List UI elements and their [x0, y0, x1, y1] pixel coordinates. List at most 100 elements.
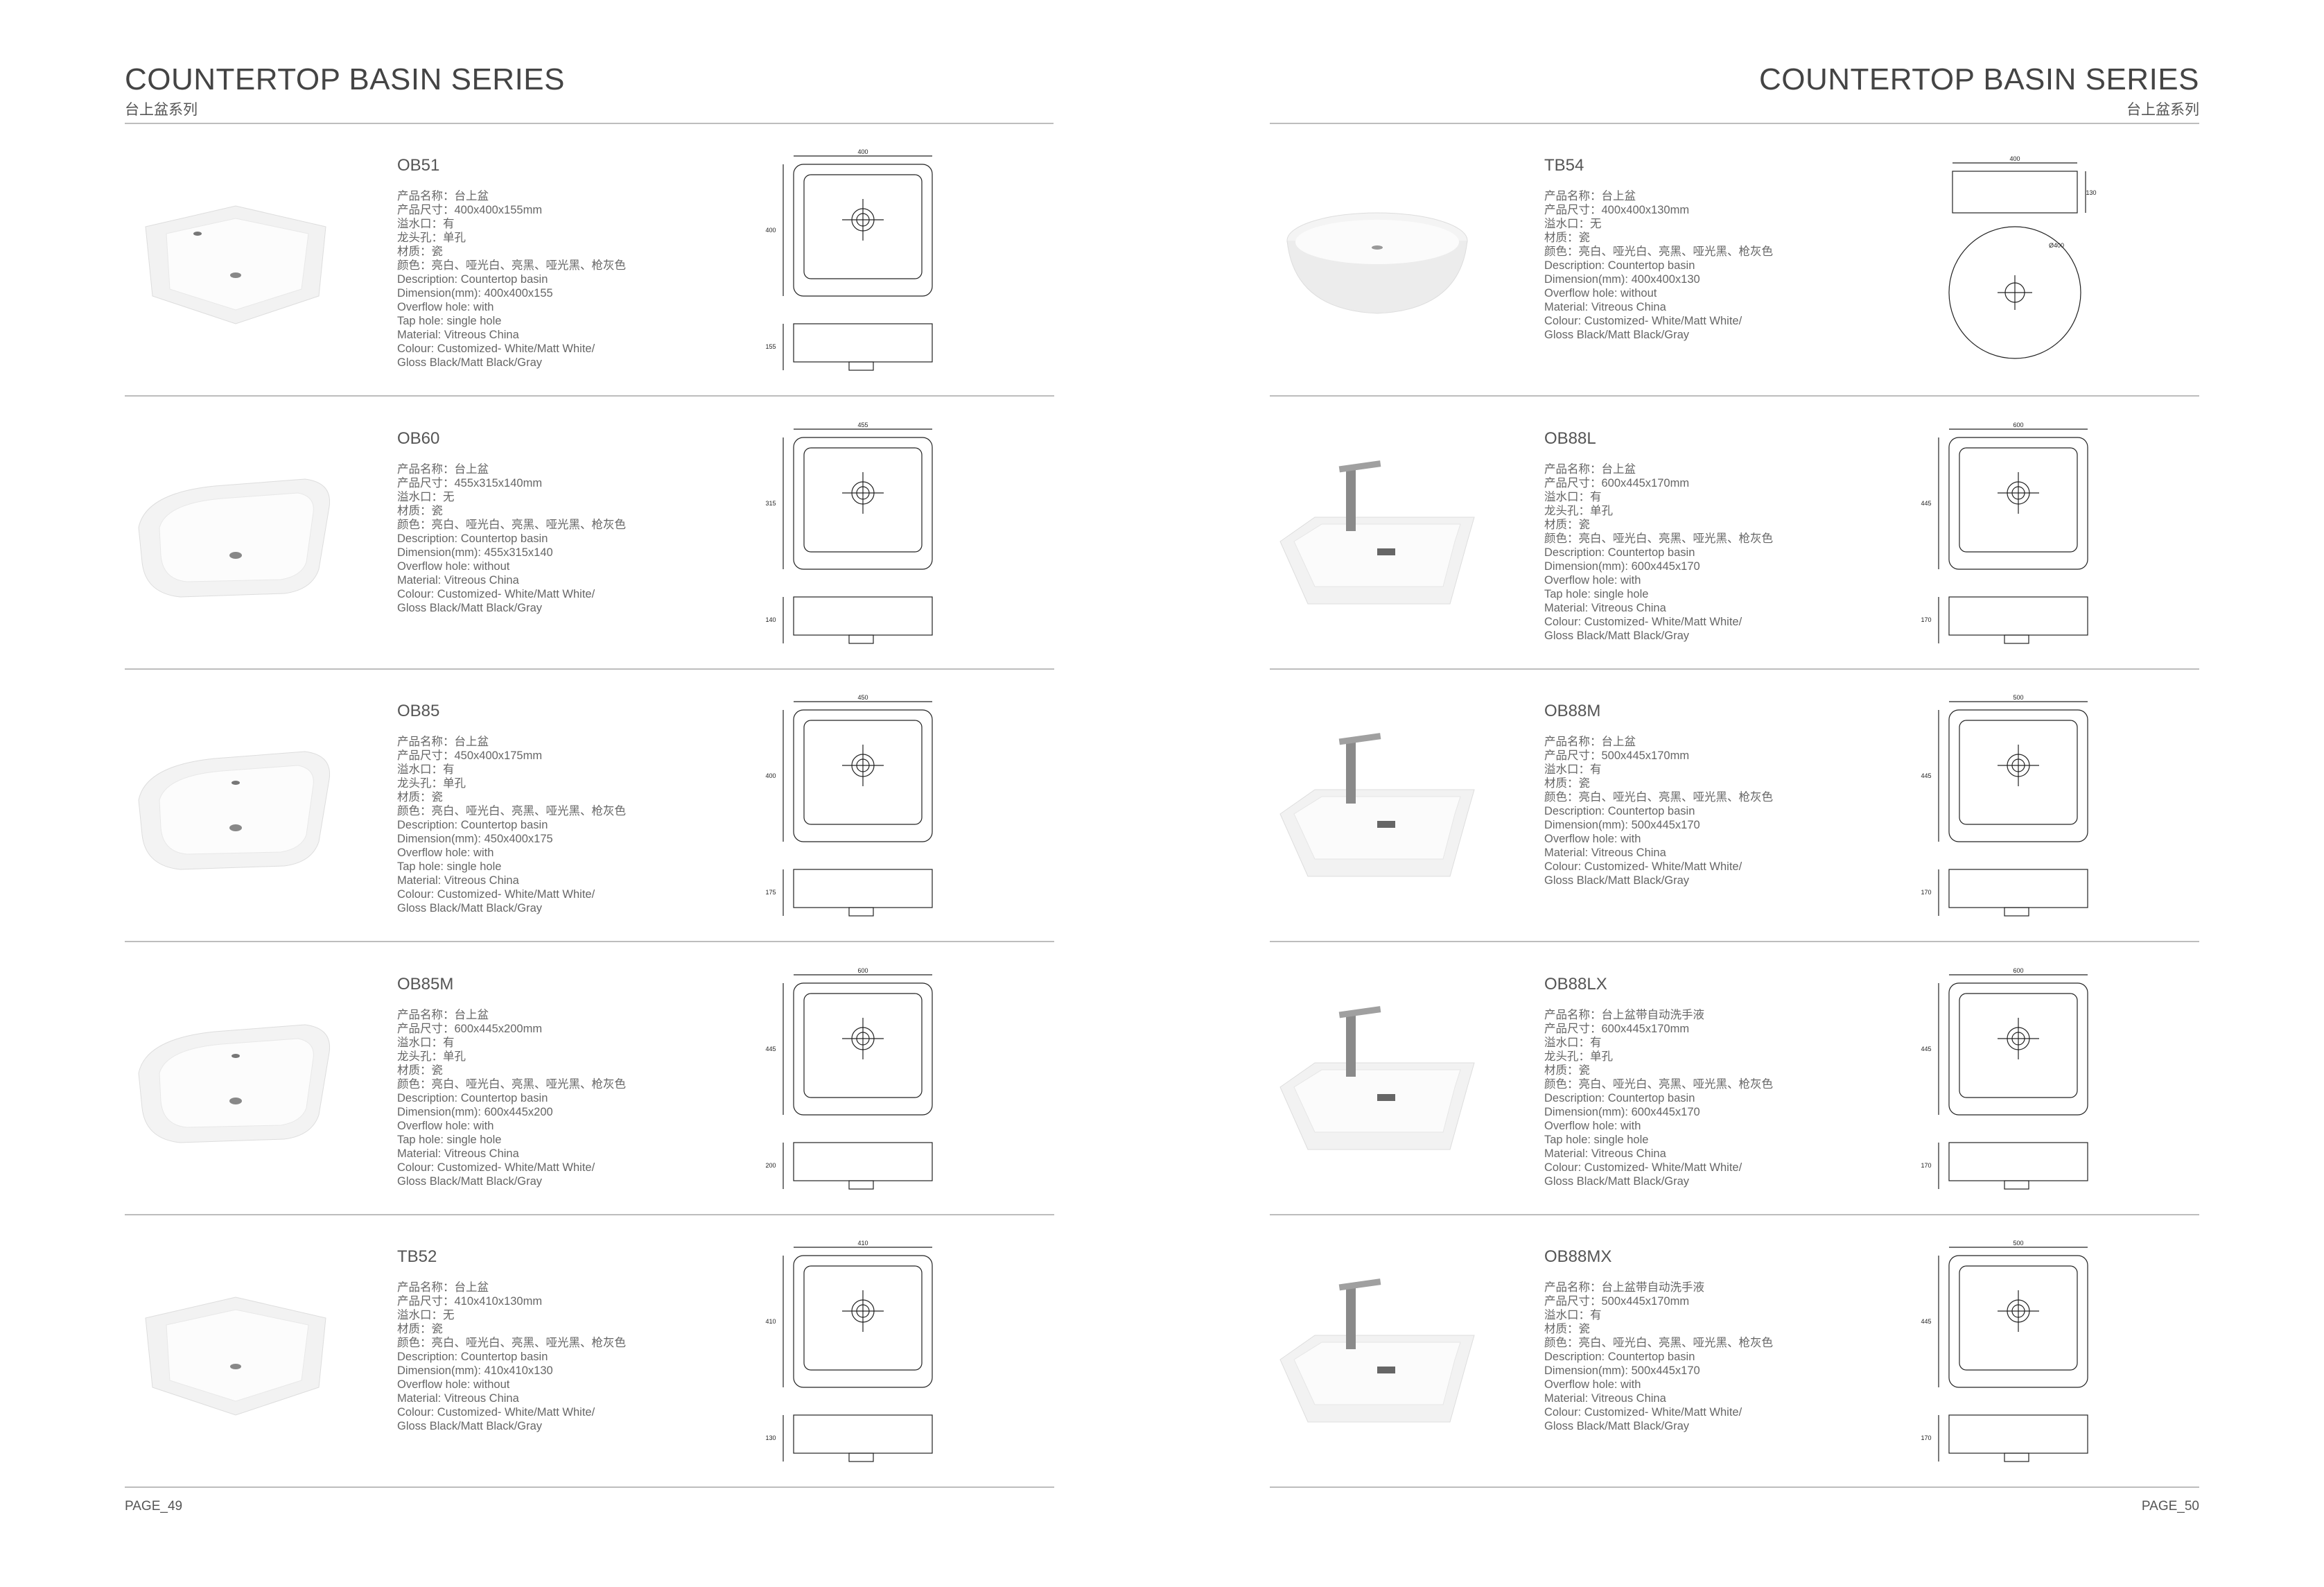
- product-photo: [132, 997, 340, 1160]
- dimension-label-top: 400: [2009, 155, 2020, 162]
- dimension-label-side: 445: [1921, 772, 1931, 779]
- spec-line: Overflow hole: with: [1544, 574, 1641, 587]
- product-entry: OB88L 产品名称：台上盆产品尺寸：600x445x170mm 溢水口：有龙头孔：…: [1270, 396, 2199, 670]
- spec-line: Dimension(mm): 600x445x200: [397, 1106, 553, 1118]
- spec-line: 龙头孔：单孔: [397, 1050, 466, 1063]
- dimension-label-side: Ø400: [2049, 242, 2064, 249]
- spec-line: 产品名称：台上盆: [1544, 463, 1636, 476]
- spec-line: Tap hole: single hole: [1544, 588, 1649, 600]
- header-divider: [1270, 123, 2199, 124]
- spec-line: 颜色：亮白、哑光白、亮黑、哑光黑、枪灰色: [1544, 791, 1773, 804]
- spec-line: 溢水口：有: [1544, 1309, 1602, 1321]
- spec-line: 龙头孔：单孔: [397, 232, 466, 244]
- dimension-label-side: 445: [1921, 500, 1931, 507]
- spec-line: Gloss Black/Matt Black/Gray: [397, 356, 543, 369]
- spec-line: Description: Countertop basin: [397, 273, 548, 286]
- spec-line: 溢水口：有: [397, 763, 455, 776]
- spec-line: 颜色：亮白、哑光白、亮黑、哑光黑、枪灰色: [397, 519, 626, 531]
- spec-line: Dimension(mm): 410x410x130: [397, 1364, 553, 1377]
- spec-line: Overflow hole: with: [397, 1120, 494, 1132]
- spec-line: Description: Countertop basin: [397, 532, 548, 545]
- spec-line: 龙头孔：单孔: [1544, 505, 1613, 517]
- spec-line: Dimension(mm): 400x400x130: [1544, 273, 1700, 286]
- spec-line: Colour: Customized- White/Matt White/: [1544, 1161, 1742, 1174]
- dimension-label-side: 410: [765, 1318, 776, 1325]
- header-divider: [125, 123, 1054, 124]
- spec-line: 颜色：亮白、哑光白、亮黑、哑光黑、枪灰色: [1544, 532, 1773, 545]
- spec-line: Description: Countertop basin: [397, 1351, 548, 1363]
- spec-line: Gloss Black/Matt Black/Gray: [1544, 874, 1690, 887]
- dimension-label-height: 155: [765, 343, 776, 350]
- page-subtitle: 台上盆系列: [2126, 102, 2199, 118]
- product-code: OB88M: [1544, 702, 1601, 720]
- spec-line: 产品名称：台上盆: [397, 736, 489, 748]
- product-code: TB52: [397, 1247, 437, 1266]
- spec-line: 颜色：亮白、哑光白、亮黑、哑光黑、枪灰色: [1544, 1337, 1773, 1349]
- page-title: COUNTERTOP BASIN SERIES: [1759, 62, 2199, 96]
- spec-line: 产品尺寸：500x445x170mm: [1544, 1295, 1690, 1308]
- dimension-label-top: 455: [857, 422, 868, 428]
- spec-line: Gloss Black/Matt Black/Gray: [1544, 630, 1690, 642]
- spec-line: Tap hole: single hole: [1544, 1134, 1649, 1146]
- spec-line: Gloss Black/Matt Black/Gray: [397, 1420, 543, 1432]
- spec-line: 溢水口：有: [1544, 1037, 1602, 1049]
- spec-line: 颜色：亮白、哑光白、亮黑、哑光黑、枪灰色: [397, 1337, 626, 1349]
- row-divider: [125, 668, 1054, 670]
- page-subtitle: 台上盆系列: [125, 102, 198, 118]
- spec-line: 溢水口：有: [397, 1037, 455, 1049]
- product-code: OB88L: [1544, 429, 1596, 448]
- spec-line: 溢水口：无: [397, 491, 455, 503]
- spec-line: Material: Vitreous China: [1544, 847, 1666, 859]
- dimension-label-height: 140: [765, 616, 776, 623]
- spec-line: 产品尺寸：600x445x170mm: [1544, 477, 1690, 489]
- product-code: OB85: [397, 702, 440, 720]
- product-code: OB88MX: [1544, 1247, 1612, 1266]
- dimension-label-top: 600: [857, 967, 868, 974]
- spec-line: Colour: Customized- White/Matt White/: [397, 1161, 595, 1174]
- spec-line: Gloss Black/Matt Black/Gray: [1544, 329, 1690, 341]
- spec-line: 溢水口：有: [1544, 763, 1602, 776]
- spec-line: 产品尺寸：450x400x175mm: [397, 749, 543, 762]
- spec-line: 材质：瓷: [1544, 232, 1590, 244]
- spec-line: Overflow hole: without: [397, 1378, 510, 1391]
- spec-line: Overflow hole: with: [1544, 833, 1641, 845]
- spec-line: Gloss Black/Matt Black/Gray: [1544, 1420, 1690, 1432]
- row-divider: [125, 1214, 1054, 1215]
- dimension-label-side: 445: [765, 1046, 776, 1052]
- spec-line: 溢水口：有: [1544, 491, 1602, 503]
- spec-line: Material: Vitreous China: [397, 574, 519, 587]
- product-photo: [1273, 178, 1481, 341]
- spec-line: Colour: Customized- White/Matt White/: [397, 888, 595, 901]
- row-divider: [125, 395, 1054, 397]
- dimension-label-side: 400: [765, 227, 776, 234]
- spec-line: 颜色：亮白、哑光白、亮黑、哑光黑、枪灰色: [397, 259, 626, 272]
- dimension-label-height: 175: [765, 889, 776, 896]
- spec-line: 材质：瓷: [1544, 1323, 1590, 1335]
- dimension-label-side: 400: [765, 772, 776, 779]
- row-divider: [1270, 668, 2199, 670]
- dimension-label-height: 170: [1921, 1162, 1931, 1169]
- spec-line: Material: Vitreous China: [1544, 301, 1666, 313]
- spec-line: Colour: Customized- White/Matt White/: [397, 588, 595, 600]
- spec-line: Colour: Customized- White/Matt White/: [1544, 1406, 1742, 1419]
- spec-line: 产品尺寸：400x400x155mm: [397, 204, 543, 216]
- product-photo: [1273, 1269, 1481, 1432]
- spec-line: Material: Vitreous China: [397, 329, 519, 341]
- dimension-label-top: 410: [857, 1240, 868, 1247]
- product-code: OB60: [397, 429, 440, 448]
- dimension-label-top: 600: [2013, 422, 2023, 428]
